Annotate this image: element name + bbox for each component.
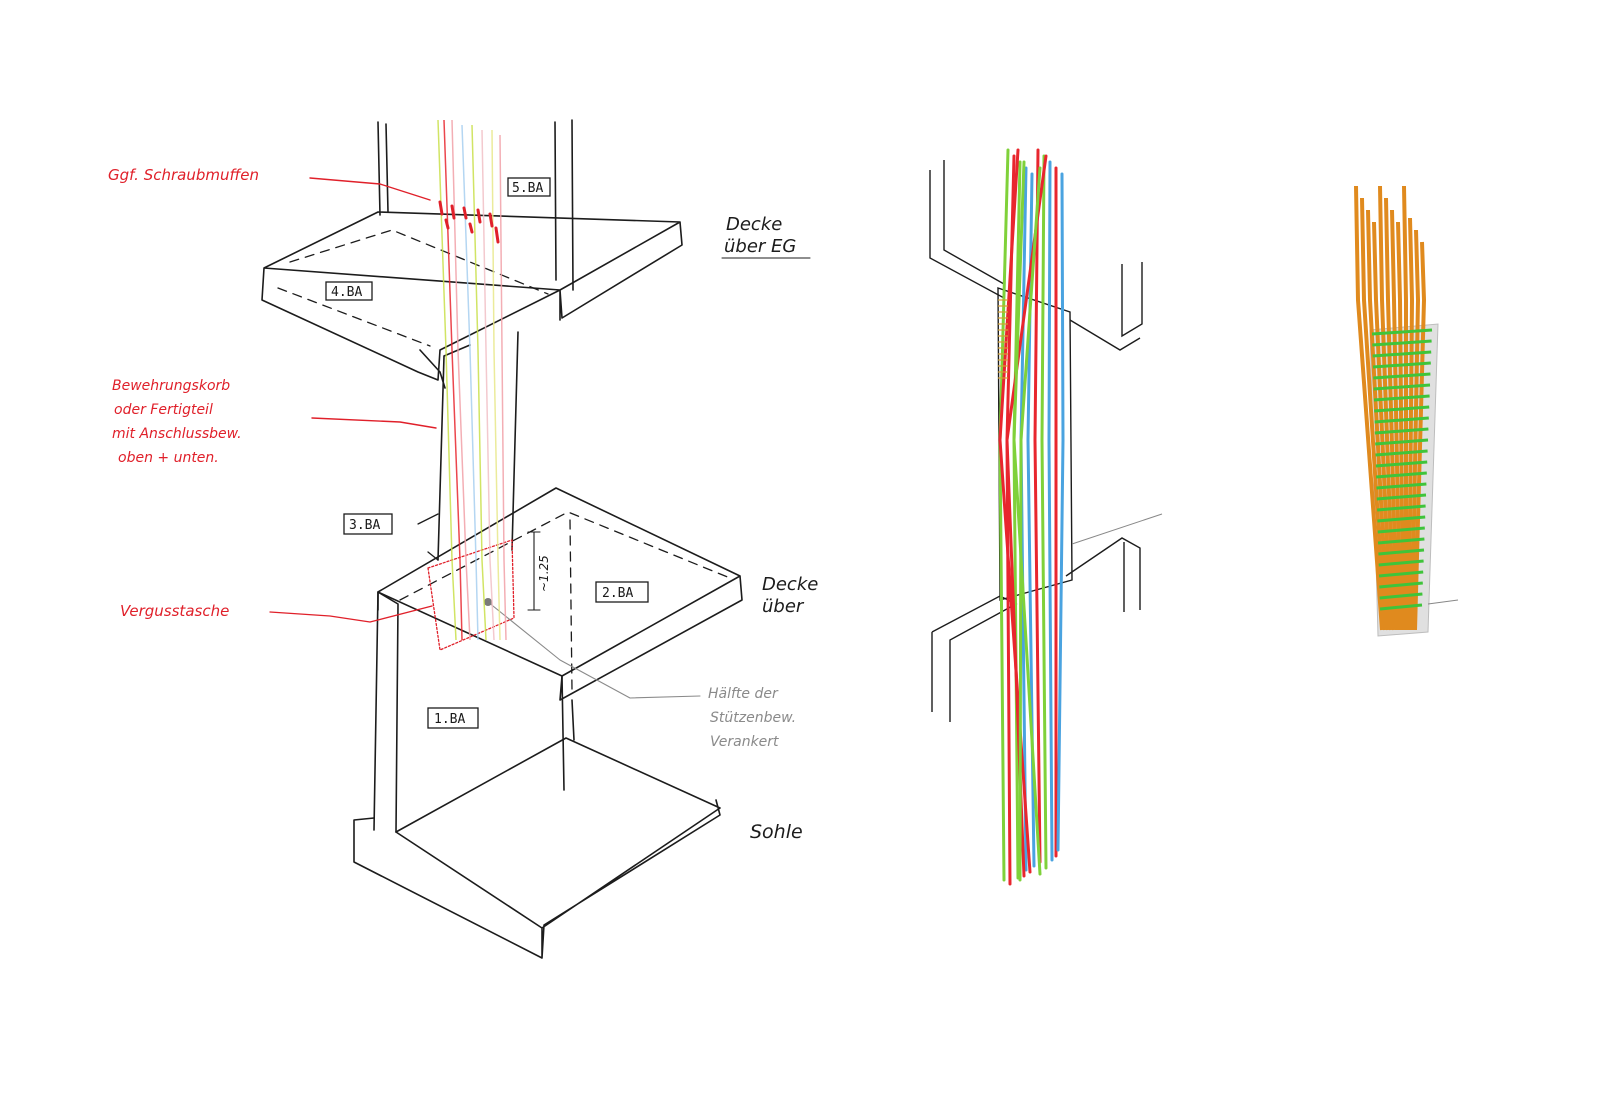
hand-sketch	[261, 119, 811, 959]
level-base-slab: Sohle	[750, 821, 803, 843]
annotation-cage-3: mit Anschlussbew.	[112, 426, 242, 442]
green-stirrup	[1379, 603, 1423, 611]
annotation-cage-4: oben + unten.	[118, 450, 219, 466]
half-anchorage-leader	[487, 601, 701, 699]
upper-slab	[261, 211, 683, 381]
green-stirrup	[1378, 548, 1425, 556]
green-stirrup	[1371, 328, 1433, 336]
green-stirrup	[1378, 570, 1424, 578]
green-stirrup	[1372, 361, 1431, 369]
green-stirrup	[1375, 438, 1429, 446]
green-stirrup	[1376, 493, 1427, 501]
green-stirrup	[1379, 581, 1423, 589]
phase-box-4	[325, 281, 373, 301]
model-frame	[929, 160, 1163, 722]
green-stirrup	[1372, 350, 1432, 358]
phase-box-3	[343, 513, 393, 535]
green-stirrup	[1374, 416, 1429, 424]
dimension-line	[527, 531, 541, 611]
rebar-bar	[1056, 172, 1065, 852]
dimension-label: ~1.25	[537, 555, 551, 592]
phase-box-2	[595, 581, 649, 603]
red-annotations: Ggf. Schraubmuffen Bewehrungskorb oder F…	[108, 166, 259, 620]
shell-edge-line	[1427, 599, 1459, 605]
rebar-bar	[1047, 160, 1054, 862]
green-stirrup	[1373, 394, 1430, 402]
orange-column-model	[1354, 185, 1459, 637]
green-stirrup	[1372, 339, 1432, 347]
orange-bar	[1407, 217, 1415, 631]
anchor-point	[484, 598, 492, 606]
phase-box-5	[507, 177, 551, 197]
green-stirrup	[1378, 559, 1424, 567]
level-ceiling-lower-1: Decke	[762, 574, 818, 595]
annotation-cage-2: oder Fertigteil	[114, 402, 213, 418]
orange-bar	[1354, 185, 1384, 631]
phase-label-3: 3.BA	[349, 518, 380, 533]
phase-box-1	[427, 707, 479, 729]
green-stirrup	[1377, 526, 1425, 534]
phase-labels: 5.BA 4.BA 3.BA 2.BA 1.BA	[325, 177, 649, 729]
annotation-cage-1: Bewehrungskorb	[112, 378, 230, 394]
rebar-bar	[1040, 154, 1048, 870]
phase-label-5: 5.BA	[512, 181, 543, 196]
green-stirrup	[1376, 471, 1427, 479]
level-ceiling-ground-2: über EG	[724, 236, 796, 257]
green-stirrup	[1377, 515, 1426, 523]
green-stirrup	[1376, 504, 1426, 512]
grout-pocket-outline	[427, 539, 515, 651]
rebar-3d-model	[929, 148, 1163, 886]
annotation-grout-pocket: Vergusstasche	[120, 602, 229, 620]
rebar-bar	[1033, 148, 1042, 864]
annotation-screw-couplers: Ggf. Schraubmuffen	[108, 166, 259, 184]
orange-bar	[1410, 229, 1421, 631]
grey-note: Hälfte der Stützenbew. Verankert	[708, 686, 796, 750]
green-stirrup	[1377, 537, 1425, 545]
screw-coupler-leader	[309, 177, 431, 201]
phase-label-1: 1.BA	[434, 712, 465, 727]
green-stirrup	[1375, 460, 1428, 468]
orange-bar	[1413, 241, 1427, 631]
lower-slab	[377, 487, 743, 701]
note-half-1: Hälfte der	[708, 686, 779, 702]
cage-leader	[311, 417, 437, 429]
upper-column-left-edge	[377, 121, 389, 216]
green-stirrup	[1375, 449, 1428, 457]
green-stirrup	[1376, 482, 1427, 490]
level-labels: Decke über EG Decke über Sohle	[724, 214, 818, 843]
level-ceiling-lower-2: über	[762, 596, 805, 617]
level-ceiling-ground-1: Decke	[726, 214, 782, 235]
phase-label-4: 4.BA	[331, 285, 362, 300]
green-stirrup	[1373, 383, 1431, 391]
sketch-rebar-strands	[437, 119, 507, 641]
grout-pocket-leader	[269, 605, 433, 623]
upper-slab-dashed	[277, 229, 549, 347]
upper-column-right-edge	[554, 119, 574, 291]
base-slab	[353, 737, 721, 959]
lower-wall	[373, 591, 575, 833]
green-stirrup	[1379, 592, 1423, 600]
phase-label-2: 2.BA	[602, 586, 633, 601]
lower-slab-dashed	[399, 511, 731, 691]
green-stirrup	[1374, 405, 1430, 413]
note-half-3: Verankert	[710, 734, 779, 750]
green-stirrups	[1371, 328, 1433, 611]
green-stirrup	[1373, 372, 1431, 380]
screw-coupler-marks	[438, 200, 500, 244]
rebar-bar	[1012, 160, 1042, 876]
green-stirrup	[1374, 427, 1429, 435]
model-ladder	[998, 299, 1008, 379]
model-rebars	[998, 148, 1065, 886]
rebar-bar	[1018, 166, 1042, 882]
note-half-2: Stützenbew.	[710, 710, 796, 726]
upper-slab-recess	[419, 349, 446, 389]
phase3-leader	[417, 513, 439, 561]
